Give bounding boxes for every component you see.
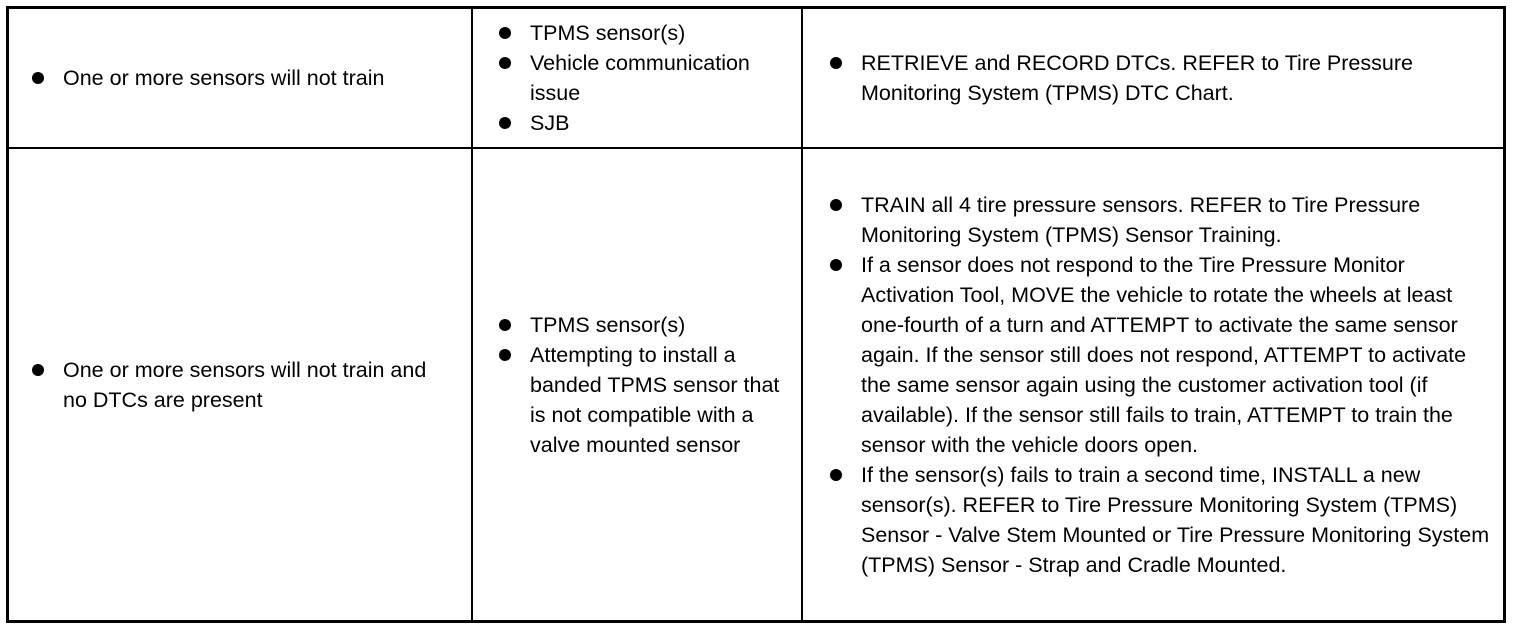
row-2-condition-cell: One or more sensors will not train and n… [30, 149, 455, 620]
list-item: If a sensor does not respond to the Tire… [828, 250, 1500, 460]
bullet-icon [32, 72, 44, 84]
bullet-icon [499, 348, 511, 361]
bullet-icon [830, 57, 842, 69]
source-text: Attempting to install a banded TPMS sens… [530, 342, 780, 457]
row-divider [6, 147, 1506, 149]
column-divider-1 [471, 6, 473, 623]
row-2-sources-list: TPMS sensor(s) Attempting to install a b… [497, 310, 787, 460]
list-item: TPMS sensor(s) [497, 18, 797, 48]
list-item: TRAIN all 4 tire pressure sensors. REFER… [828, 190, 1500, 250]
bullet-icon [830, 258, 842, 271]
row-1-action-list: RETRIEVE and RECORD DTCs. REFER to Tire … [828, 48, 1488, 108]
action-text: If a sensor does not respond to the Tire… [861, 252, 1467, 457]
row-1-condition-cell: One or more sensors will not train [30, 9, 470, 147]
source-text: TPMS sensor(s) [530, 312, 686, 337]
list-item: If the sensor(s) fails to train a second… [828, 460, 1500, 580]
row-1-condition-list: One or more sensors will not train [30, 63, 470, 93]
column-divider-2 [801, 6, 803, 623]
source-text: TPMS sensor(s) [530, 21, 686, 45]
list-item: One or more sensors will not train and n… [30, 355, 455, 415]
bullet-icon [499, 57, 511, 69]
row-1-sources-list: TPMS sensor(s) Vehicle communication iss… [497, 18, 797, 138]
source-text: Vehicle communication issue [530, 51, 750, 105]
bullet-icon [32, 363, 44, 376]
row-2-action-cell: TRAIN all 4 tire pressure sensors. REFER… [828, 149, 1500, 620]
action-text: If the sensor(s) fails to train a second… [861, 462, 1490, 577]
bullet-icon [830, 198, 842, 211]
bullet-icon [830, 468, 842, 481]
row-2-action-list: TRAIN all 4 tire pressure sensors. REFER… [828, 190, 1500, 580]
row-1-action-cell: RETRIEVE and RECORD DTCs. REFER to Tire … [828, 9, 1488, 147]
bullet-icon [499, 117, 511, 129]
list-item: One or more sensors will not train [30, 63, 470, 93]
action-text: RETRIEVE and RECORD DTCs. REFER to Tire … [861, 51, 1413, 105]
row-2-condition-list: One or more sensors will not train and n… [30, 355, 455, 415]
diagnostic-table [6, 6, 1506, 623]
list-item: Attempting to install a banded TPMS sens… [497, 340, 787, 460]
condition-text: One or more sensors will not train and n… [63, 357, 427, 412]
list-item: Vehicle communication issue [497, 48, 797, 108]
condition-text: One or more sensors will not train [63, 66, 385, 90]
list-item: TPMS sensor(s) [497, 310, 787, 340]
row-2-sources-cell: TPMS sensor(s) Attempting to install a b… [497, 149, 787, 620]
list-item: SJB [497, 108, 797, 138]
row-1-sources-cell: TPMS sensor(s) Vehicle communication iss… [497, 9, 797, 147]
action-text: TRAIN all 4 tire pressure sensors. REFER… [861, 192, 1421, 247]
source-text: SJB [530, 111, 570, 135]
bullet-icon [499, 318, 511, 331]
list-item: RETRIEVE and RECORD DTCs. REFER to Tire … [828, 48, 1488, 108]
bullet-icon [499, 27, 511, 39]
